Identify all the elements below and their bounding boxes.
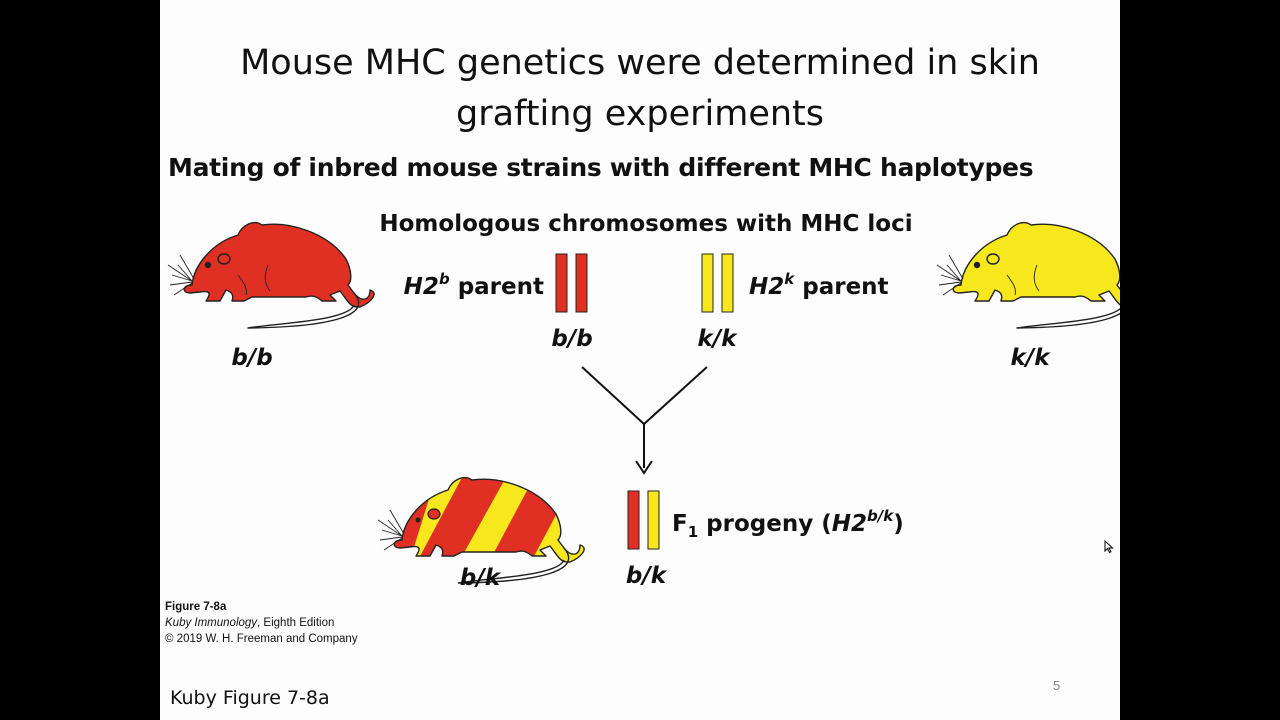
right-parent-suffix: parent [794, 274, 888, 300]
left-parent-mouse-icon [167, 221, 375, 329]
caption-book-title: Kuby Immunology [165, 617, 258, 629]
right-mouse-genotype: k/k [1011, 345, 1052, 371]
page-number: 5 [1053, 678, 1061, 693]
slide: Mouse MHC genetics were determined in sk… [160, 0, 1120, 720]
mating-diagram: Homologous chromosomes with MHC loci b/b… [167, 211, 1120, 591]
chromosome-k-1 [701, 253, 714, 313]
title-line-1: Mouse MHC genetics were determined in sk… [240, 43, 1040, 83]
title-line-2: grafting experiments [456, 94, 824, 134]
progeny-close: ) [893, 511, 904, 537]
diagram-heading: Homologous chromosomes with MHC loci [379, 211, 912, 237]
left-parent-sup: b [439, 270, 450, 288]
caption-figure: Figure 7-8a [165, 601, 227, 613]
progeny-sup: b/k [867, 507, 894, 525]
figure-caption: Figure 7-8a Kuby Immunology, Eighth Edit… [165, 599, 358, 647]
left-parent-genotype: b/b [551, 326, 592, 352]
progeny-genotype: b/k [626, 563, 668, 589]
caption-book: Kuby Immunology, Eighth Edition [165, 615, 358, 631]
progeny-F: F [672, 511, 688, 537]
progeny-mouse-genotype: b/k [460, 565, 502, 591]
down-arrow-icon [635, 460, 653, 475]
caption-book-edition: , Eighth Edition [257, 617, 335, 629]
progeny-mouse-icon [377, 476, 585, 584]
chromosome-b-2 [575, 253, 588, 313]
progeny-sub: 1 [688, 523, 698, 541]
slide-subtitle: Mating of inbred mouse strains with diff… [168, 153, 1034, 182]
right-parent-genotype: k/k [698, 326, 739, 352]
cross-lines [581, 366, 708, 468]
progeny-text: progeny ( [698, 511, 832, 537]
progeny-label: F1 progeny (H2b/k) [672, 507, 904, 541]
left-mouse-genotype: b/b [231, 345, 272, 371]
left-parent-label: H2b parent [404, 270, 544, 300]
chromosome-progeny-k [647, 490, 660, 550]
chromosome-b-1 [555, 253, 568, 313]
chromosome-k-2 [721, 253, 734, 313]
right-parent-h2: H2 [749, 274, 784, 300]
left-parent-h2: H2 [404, 274, 439, 300]
left-parent-suffix: parent [450, 274, 544, 300]
right-parent-sup: k [784, 270, 795, 288]
right-parent-mouse-icon [936, 221, 1120, 329]
slide-title: Mouse MHC genetics were determined in sk… [160, 38, 1120, 140]
slide-footer: Kuby Figure 7-8a [170, 687, 330, 709]
chromosome-progeny-b [627, 490, 640, 550]
mouse-pointer-icon [1104, 540, 1114, 554]
right-parent-label: H2k parent [749, 270, 889, 300]
progeny-h2: H2 [832, 511, 867, 537]
caption-copyright: © 2019 W. H. Freeman and Company [165, 633, 358, 645]
